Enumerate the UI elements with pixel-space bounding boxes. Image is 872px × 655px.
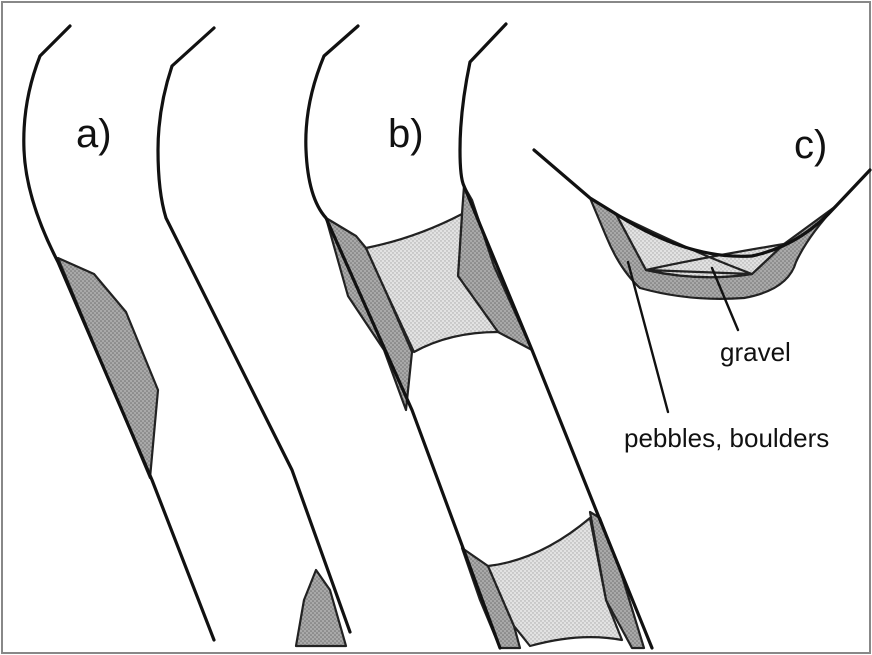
panel-a: a) (24, 26, 350, 640)
panel-b: b) (296, 24, 652, 648)
pebbles-boulders-label: pebbles, boulders (624, 423, 829, 453)
panel-b-label: b) (388, 112, 424, 156)
panel-c-label: c) (794, 123, 827, 167)
panel-c-pebbles-boulders-layer (590, 198, 836, 299)
gravel-label: gravel (720, 337, 791, 367)
panel-a-right-bank (158, 28, 350, 632)
panel-a-side-deposit (58, 258, 158, 478)
panel-a-label: a) (76, 112, 112, 156)
panel-c: c) gravel pebbles, boulders (534, 123, 870, 453)
panel-a-b-shared-deposit-bottom (296, 570, 346, 646)
